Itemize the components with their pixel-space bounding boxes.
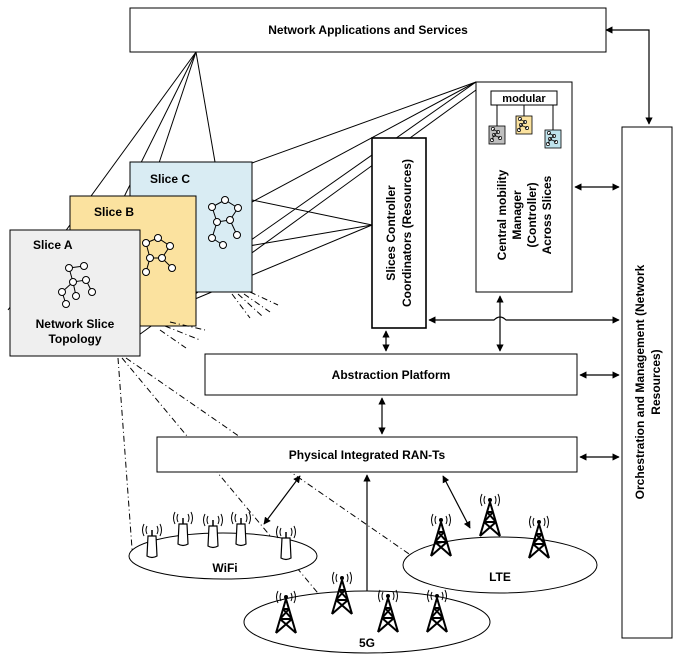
orchestration-management-text: Orchestration and Management (Network Re… xyxy=(633,264,663,499)
lte-tower-icon xyxy=(479,493,501,537)
arrow-physical-lte xyxy=(442,475,471,529)
network-applications-box xyxy=(129,7,607,53)
connection-arrows xyxy=(263,26,653,603)
wifi-network: WiFi xyxy=(128,511,318,580)
physical-ran-box xyxy=(156,436,578,473)
slice-a-caption-line1: Network Slice xyxy=(36,317,115,331)
slice-a-panel: Slice A Network Slice Topology xyxy=(9,229,141,357)
slice-a-topology-icon xyxy=(58,262,96,308)
mobility-line4: Across Slices xyxy=(540,175,554,254)
arrow-physical-wifi xyxy=(263,475,301,525)
mobility-line2: Manager xyxy=(510,190,524,240)
physical-ran-label: Physical Integrated RAN-Ts xyxy=(289,448,446,462)
module-icon-yellow xyxy=(515,115,533,135)
module-icon-grey xyxy=(488,125,506,145)
orchestration-management-box xyxy=(621,126,673,639)
modular-connectors xyxy=(496,105,554,130)
slice-a-caption-line2: Topology xyxy=(48,332,101,346)
slice-b-topology-icon xyxy=(142,234,176,276)
fiveg-label: 5G xyxy=(359,636,375,650)
orchestration-line1: Orchestration and Management (Network xyxy=(633,264,647,499)
abstraction-platform-label: Abstraction Platform xyxy=(332,368,451,382)
slices-controller-line2: Coordinators (Resources) xyxy=(400,159,414,307)
mobility-line3: (Controller) xyxy=(525,182,539,247)
slices-controller-line1: Slices Controller xyxy=(384,185,398,281)
orchestration-line2: Resources) xyxy=(649,349,663,414)
slice-c-topology-icon xyxy=(208,196,242,249)
arrow-controller-orchestration xyxy=(428,316,620,324)
modular-label: modular xyxy=(502,93,546,105)
network-applications-label: Network Applications and Services xyxy=(268,23,468,37)
abstraction-platform-box xyxy=(204,353,578,396)
module-icon-blue xyxy=(544,129,562,149)
lte-label: LTE xyxy=(489,570,511,584)
slice-c-label: Slice C xyxy=(150,172,190,186)
mobility-line1: Central mobility xyxy=(495,169,509,260)
fiveg-network: 5G xyxy=(243,571,491,654)
wifi-label: WiFi xyxy=(212,561,237,575)
central-mobility-manager-text: Central mobility Manager (Controller) Ac… xyxy=(495,169,554,260)
slice-a-label: Slice A xyxy=(33,238,73,252)
arrow-apps-orchestration xyxy=(605,26,653,125)
slices-controller-text: Slices Controller Coordinators (Resource… xyxy=(384,159,414,307)
lte-network: LTE xyxy=(402,493,598,594)
slice-b-label: Slice B xyxy=(94,205,134,219)
slices-controller-box xyxy=(371,137,427,329)
